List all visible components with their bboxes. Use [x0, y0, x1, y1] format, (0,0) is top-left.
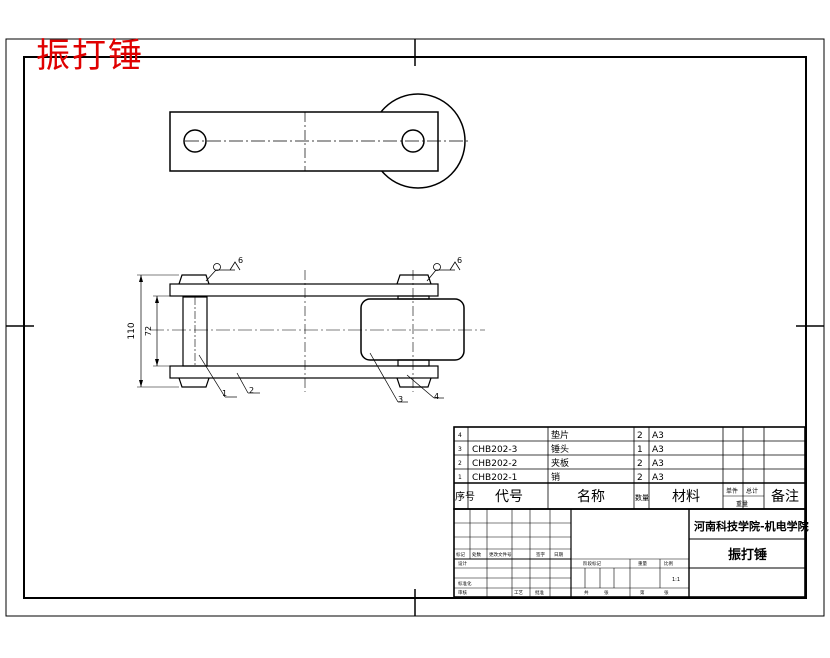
table-row: 1 CHB202-1 销 2 A3: [458, 471, 664, 483]
svg-text:CHB202-2: CHB202-2: [472, 459, 517, 469]
leader-label-3: 3: [398, 395, 403, 404]
svg-text:A3: A3: [652, 445, 664, 455]
svg-text:备注: 备注: [771, 488, 799, 505]
title-block-small-labels: 标记 处数 更改文件号 签字 日期 设计 审核 工艺 标准化 批准 阶段标记 重…: [456, 551, 673, 596]
svg-text:比例: 比例: [664, 560, 673, 567]
svg-text:2: 2: [637, 431, 643, 441]
svg-text:重量: 重量: [736, 500, 748, 508]
svg-text:1: 1: [458, 474, 462, 481]
table-row: 4 垫片 2 A3: [458, 429, 664, 441]
pin-hole-left: [183, 129, 207, 153]
leader-label-4: 4: [434, 392, 439, 401]
scale-value: 1:1: [672, 577, 680, 583]
svg-text:CHB202-3: CHB202-3: [472, 445, 517, 455]
svg-text:批准: 批准: [535, 589, 544, 596]
upper-plate: [169, 283, 439, 297]
top-view: [169, 93, 470, 189]
svg-text:4: 4: [458, 432, 462, 439]
leader-label-2: 2: [249, 386, 254, 395]
svg-text:材料: 材料: [672, 489, 700, 505]
svg-text:夹板: 夹板: [551, 457, 569, 469]
svg-text:工艺: 工艺: [514, 590, 523, 596]
hammer-head: [360, 298, 465, 361]
svg-text:序号: 序号: [455, 490, 475, 503]
svg-text:共: 共: [584, 589, 589, 596]
svg-text:设计: 设计: [458, 560, 467, 567]
svg-text:重量: 重量: [638, 560, 647, 567]
link-plate-top: [169, 111, 439, 172]
centering-marks: [6, 39, 824, 616]
school-name: 河南科技学院-机电学院: [694, 519, 809, 533]
title-block: [453, 508, 806, 598]
front-view-labels: 110 72 6 6 1 2 3 4: [127, 256, 462, 404]
right-washer-top: [396, 274, 432, 285]
left-washer-bottom: [178, 377, 210, 388]
part-title: 振打锤: [728, 547, 767, 563]
svg-text:审核: 审核: [458, 589, 467, 596]
svg-text:2: 2: [458, 460, 462, 467]
svg-text:总计: 总计: [746, 487, 758, 495]
svg-text:CHB202-1: CHB202-1: [472, 473, 517, 483]
roughness-mark-left: 6: [238, 256, 243, 265]
dim-text-72: 72: [144, 326, 153, 336]
table-row: 3 CHB202-3 锤头 1 A3: [458, 443, 664, 455]
leader-label-1: 1: [222, 389, 227, 398]
svg-text:锤头: 锤头: [551, 443, 569, 455]
svg-text:签字: 签字: [536, 551, 545, 558]
svg-text:名称: 名称: [577, 489, 605, 505]
svg-text:更改文件号: 更改文件号: [489, 551, 512, 558]
table-row: 2 CHB202-2 夹板 2 A3: [458, 457, 664, 469]
svg-text:销: 销: [551, 471, 560, 483]
bom-rows: 4 垫片 2 A3 3 CHB202-3 锤头 1 A3 2 CHB202-2 …: [455, 429, 799, 508]
right-washer-bottom: [396, 377, 432, 388]
svg-text:标准化: 标准化: [458, 580, 472, 587]
dim-text-110: 110: [127, 322, 137, 339]
svg-text:日期: 日期: [554, 552, 563, 558]
front-view: [137, 261, 485, 403]
svg-text:2: 2: [637, 459, 643, 469]
bom-header-row: 序号 代号 名称 数量 材料 单件 总计 重量 备注: [455, 487, 799, 508]
svg-text:数量: 数量: [635, 493, 649, 502]
bom-table: [453, 426, 806, 510]
svg-text:A3: A3: [652, 431, 664, 441]
roughness-mark-right: 6: [457, 256, 462, 265]
drawing-title: 振打锤: [36, 36, 144, 76]
svg-text:2: 2: [637, 473, 643, 483]
svg-text:A3: A3: [652, 459, 664, 469]
svg-text:阶段标记: 阶段标记: [583, 560, 601, 567]
svg-text:第: 第: [640, 589, 645, 596]
svg-text:单件: 单件: [726, 487, 738, 495]
title-block-text: 河南科技学院-机电学院 振打锤 1:1 标记 处数 更改文件号 签字 日期 设计…: [456, 519, 809, 596]
svg-text:处数: 处数: [472, 551, 481, 558]
svg-text:垫片: 垫片: [551, 429, 569, 441]
svg-text:张: 张: [664, 589, 669, 596]
left-washer-top: [178, 274, 210, 285]
svg-text:张: 张: [604, 589, 609, 596]
svg-text:代号: 代号: [495, 489, 523, 505]
svg-text:A3: A3: [652, 473, 664, 483]
svg-text:1: 1: [637, 445, 643, 455]
svg-text:3: 3: [458, 446, 462, 453]
svg-text:标记: 标记: [456, 551, 465, 558]
lower-plate: [169, 365, 439, 379]
